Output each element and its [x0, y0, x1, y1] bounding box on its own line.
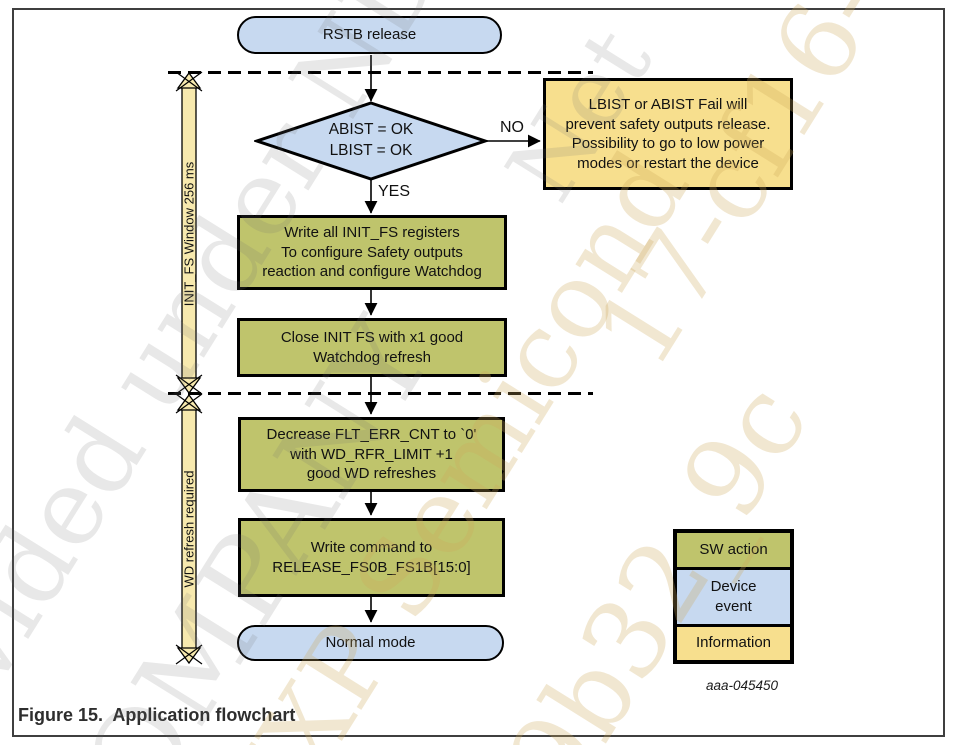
- decision-text: ABIST = OK LBIST = OK: [328, 121, 414, 159]
- init-fs-window-arrow: [175, 71, 203, 395]
- init-fs-window-label: INIT_FS Window 256 ms: [181, 161, 197, 307]
- wd-refresh-label: WD refresh required: [181, 470, 197, 588]
- decision-node-abist-lbist: ABIST = OK LBIST = OK: [252, 100, 490, 182]
- info-box-bist-fail: LBIST or ABIST Fail will prevent safety …: [543, 78, 793, 190]
- figure-border: [12, 8, 945, 737]
- branch-label-no: NO: [500, 119, 524, 136]
- legend-sw-action: SW action: [677, 533, 790, 567]
- end-node-normal-mode: Normal mode: [237, 625, 504, 661]
- legend: SW action Device event Information: [673, 529, 794, 664]
- branch-label-yes: YES: [378, 183, 411, 200]
- wd-refresh-arrow: [175, 393, 203, 665]
- process-write-init-fs: Write all INIT_FS registers To configure…: [237, 215, 507, 290]
- legend-device-event: Device event: [677, 567, 790, 624]
- process-close-init-fs: Close INIT FS with x1 good Watchdog refr…: [237, 318, 507, 377]
- dashed-line-middle: [168, 392, 593, 395]
- process-decrease-flt-err-cnt: Decrease FLT_ERR_CNT to `0' with WD_RFR_…: [238, 417, 505, 492]
- artifact-id: aaa-045450: [706, 678, 779, 693]
- dashed-line-top: [168, 71, 593, 74]
- start-node-rstb-release: RSTB release: [237, 16, 502, 54]
- legend-information: Information: [677, 624, 790, 660]
- process-write-release-command: Write command to RELEASE_FS0B_FS1B[15:0]: [238, 518, 505, 597]
- figure-caption: Figure 15. Application flowchart: [18, 705, 296, 725]
- diamond-shape: [252, 101, 490, 181]
